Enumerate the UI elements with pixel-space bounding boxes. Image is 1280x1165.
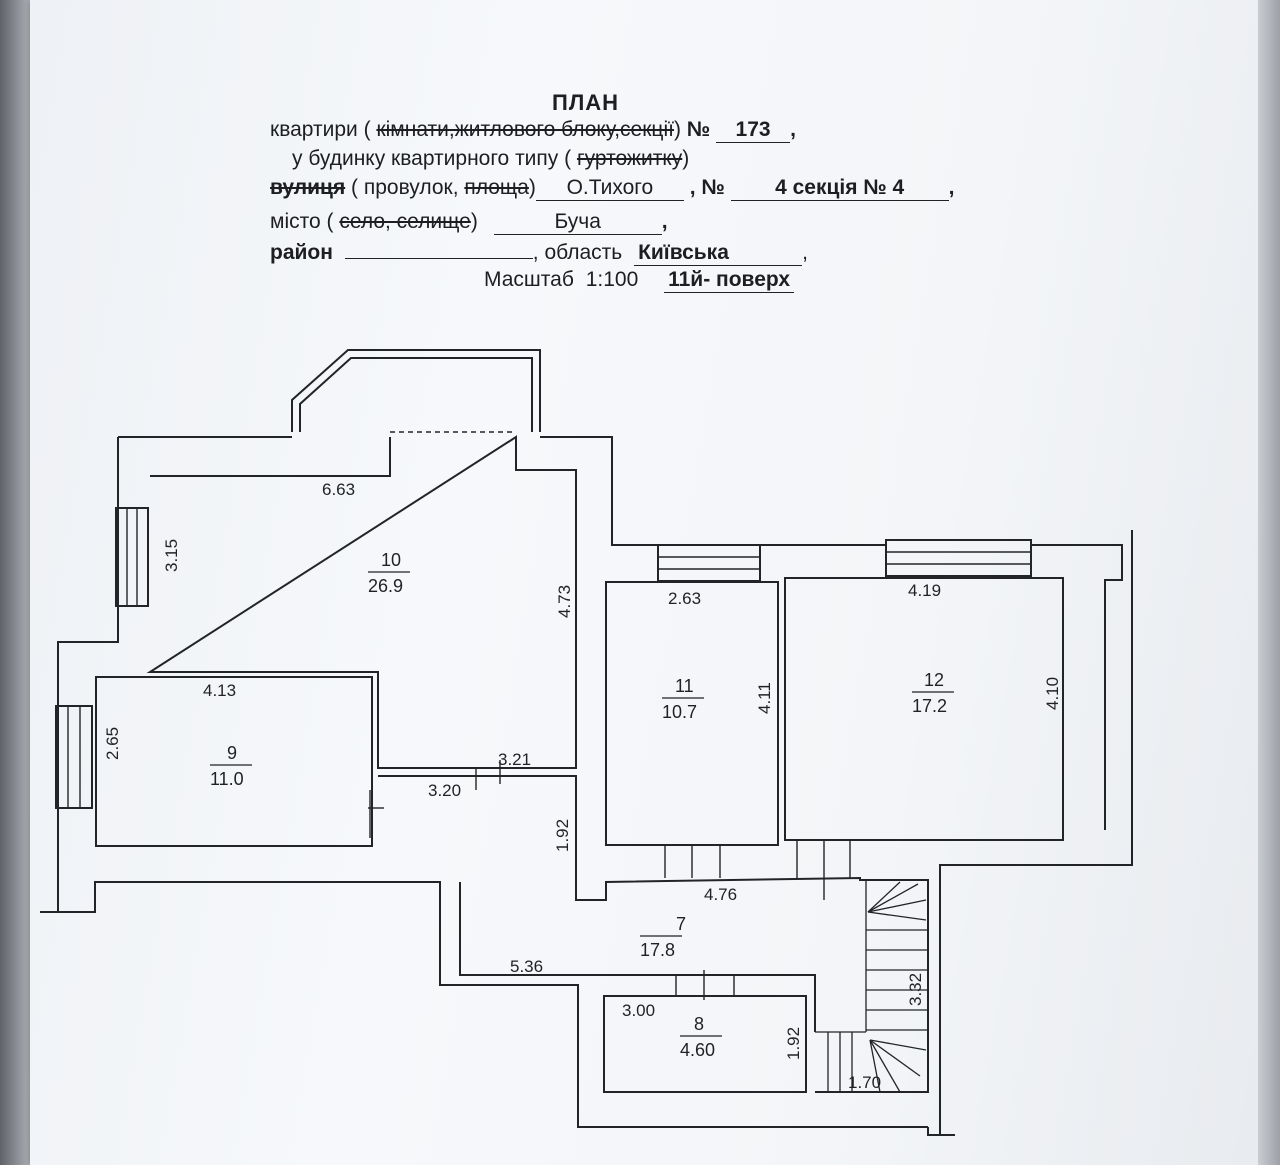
room-area: 17.2 <box>912 696 947 716</box>
apartment-suffix: ) <box>673 118 681 141</box>
room11-walls <box>605 581 779 846</box>
apartment-tail: , <box>790 118 796 141</box>
room-area: 26.9 <box>368 576 403 596</box>
street-tail: , <box>948 176 955 199</box>
room-label-10: 10 26.9 <box>368 550 410 596</box>
district-tail: , <box>802 241 808 264</box>
dim-corridor-width: 4.76 <box>704 885 737 904</box>
dim-r8-height: 1.92 <box>784 1027 803 1060</box>
room-number: 7 <box>676 914 686 934</box>
dim-r10-width: 6.63 <box>322 480 355 499</box>
house-number: 4 секція № 4 <box>730 176 949 201</box>
street-middle: ( провулок, <box>351 176 459 199</box>
outer-wall-right <box>939 530 1133 1135</box>
floor-value: 11й- поверх <box>664 268 795 293</box>
header-line-city: місто ( село, селище) Буча, <box>270 210 668 235</box>
room-label-9: 9 11.0 <box>210 743 252 789</box>
room-area: 4.60 <box>680 1040 715 1060</box>
header-line-building: у будинку квартирного типу ( гуртожитку) <box>292 147 689 171</box>
outer-wall-bottom <box>40 881 928 1128</box>
dim-stair-height: 3.32 <box>906 973 925 1006</box>
room-label-12: 12 17.2 <box>912 670 954 716</box>
room-area: 10.7 <box>662 702 697 722</box>
room-label-11: 11 10.7 <box>662 676 704 722</box>
street-struck-1: вулиця <box>270 176 346 199</box>
oblast-label: область <box>544 241 623 264</box>
room12-walls <box>784 577 1064 841</box>
room10-walls <box>146 435 577 769</box>
dim-r10-left: 3.15 <box>162 539 181 572</box>
oblast-name: Київська <box>634 241 803 266</box>
room-number: 9 <box>227 743 237 763</box>
window-room9 <box>55 705 93 809</box>
corridor7-walls <box>459 882 816 1032</box>
building-struck-text: гуртожитку <box>576 147 683 170</box>
room-number: 10 <box>381 550 401 570</box>
scale-value: 1:100 <box>585 268 639 291</box>
apartment-prefix: квартири ( <box>270 118 371 141</box>
street-name: О.Тихого <box>535 176 684 201</box>
outer-wall-left <box>57 437 119 912</box>
city-struck-text: село, селище <box>339 210 471 233</box>
house-number-label: , № <box>689 176 725 199</box>
dim-hall-bottom: 3.20 <box>428 781 461 800</box>
apartment-struck-text: кімнати,житлового блоку,секції <box>376 118 674 141</box>
dim-r10-right: 4.73 <box>555 585 574 618</box>
room9-walls <box>95 676 373 847</box>
dim-r11-width: 2.63 <box>668 589 701 608</box>
district-value <box>344 258 533 259</box>
dim-r9-width: 4.13 <box>203 681 236 700</box>
room8-walls <box>603 995 807 1093</box>
city-prefix: місто ( <box>270 210 334 233</box>
dim-r9-height: 2.65 <box>103 727 122 760</box>
apartment-number: 173 <box>716 118 791 143</box>
district-sep: , <box>532 241 539 264</box>
stair-steps <box>815 880 928 1093</box>
city-name: Буча <box>493 210 662 235</box>
stair-outline <box>815 879 929 1093</box>
dim-hall-height: 1.92 <box>553 819 572 852</box>
window-room10 <box>115 507 149 607</box>
district-label: район <box>270 241 333 264</box>
plan-title: ПЛАН <box>552 90 620 115</box>
dim-hall-top: 3.21 <box>498 750 531 769</box>
scale-label: Масштаб <box>484 268 574 291</box>
header-line-apartment: квартири ( кімнати,житлового блоку,секці… <box>270 118 796 143</box>
outer-wall-corner <box>927 1127 955 1136</box>
balcony-outline <box>291 349 541 432</box>
dim-stair-width: 1.70 <box>848 1073 881 1092</box>
window-room11 <box>657 544 761 582</box>
dim-r11-height: 4.11 <box>755 682 774 714</box>
building-text: у будинку квартирного типу ( <box>292 147 572 170</box>
header-line-street: вулиця ( провулок, площа)О.Тихого , № 4 … <box>270 176 955 201</box>
balcony-inner <box>299 357 533 432</box>
hall-walls <box>378 775 866 901</box>
door-marks <box>368 760 851 1000</box>
dim-r12-width: 4.19 <box>908 581 941 600</box>
room-number: 8 <box>694 1014 704 1034</box>
window-room12 <box>885 539 1032 577</box>
outer-wall-top <box>118 436 1123 830</box>
city-tail: , <box>661 210 668 233</box>
number-label: № <box>686 118 711 141</box>
header-line-scale: Масштаб 1:100 11й- поверх <box>484 268 795 293</box>
room-number: 11 <box>675 676 694 696</box>
dim-r8-width: 3.00 <box>622 1001 655 1020</box>
dim-corridor-bottom: 5.36 <box>510 957 543 976</box>
room-area: 11.0 <box>210 769 244 789</box>
room-number: 12 <box>924 670 944 690</box>
header-line-district: район , область Київська, <box>270 241 808 266</box>
page-stack-edge <box>1258 0 1280 1165</box>
dim-r12-height: 4.10 <box>1043 677 1062 710</box>
room-label-8: 8 4.60 <box>680 1014 722 1060</box>
building-suffix: ) <box>682 147 690 170</box>
city-suffix: ) <box>470 210 478 233</box>
street-suffix: ) <box>528 176 536 199</box>
room-area: 17.8 <box>640 940 675 960</box>
street-struck-2: площа <box>464 176 529 199</box>
room-label-7: 7 17.8 <box>640 914 686 960</box>
